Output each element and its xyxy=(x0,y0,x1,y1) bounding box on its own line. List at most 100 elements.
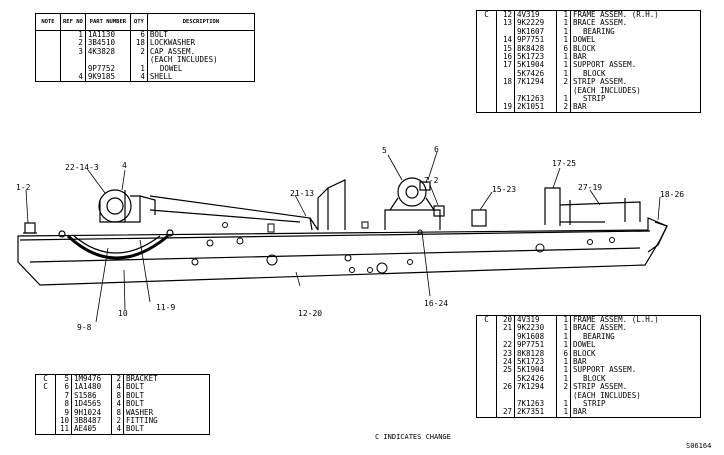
description-cell: BAR xyxy=(570,52,701,62)
qty-cell: 1 xyxy=(556,315,571,325)
part-number-cell: 9P7751 xyxy=(514,340,557,350)
qty-cell: 1 xyxy=(556,340,571,350)
note-cell: C xyxy=(484,315,489,324)
qty-cell: 6 xyxy=(556,44,571,54)
description-cell: (EACH INCLUDES) xyxy=(570,86,701,96)
part-number-cell: 1A1480 xyxy=(71,382,112,392)
ref-cell xyxy=(496,86,515,96)
description-cell: BLOCK xyxy=(570,69,701,79)
figure-number: S06164 xyxy=(686,442,712,450)
part-number-cell: 2K1051 xyxy=(514,103,557,113)
callout-10: 10 xyxy=(118,309,128,318)
ref-cell: 8 xyxy=(55,399,72,409)
qty-cell: 1 xyxy=(556,323,571,333)
description-cell: BLOCK xyxy=(570,44,701,54)
ref-cell: 6 xyxy=(55,382,72,392)
description-cell: (EACH INCLUDES) xyxy=(570,391,701,401)
ref-cell: 14 xyxy=(496,35,515,45)
description-cell: DOWEL xyxy=(570,35,701,45)
ref-cell: 4 xyxy=(60,72,86,82)
frame-holes xyxy=(191,221,615,274)
description-cell: BEARING xyxy=(570,27,701,37)
qty-cell: 2 xyxy=(556,77,571,87)
ref-cell: 19 xyxy=(496,103,515,113)
ref-cell xyxy=(496,374,515,384)
table-row: (EACH INCLUDES) xyxy=(477,391,701,401)
part-number-cell: 5K1723 xyxy=(514,357,557,367)
callout-4: 4 xyxy=(122,161,127,170)
part-number-cell: 3B8487 xyxy=(71,416,112,426)
part-number-cell: 1A1130 xyxy=(84,30,131,40)
qty-cell: 4 xyxy=(111,425,124,435)
qty-cell xyxy=(556,391,571,401)
col-desc: DESCRIPTION xyxy=(146,13,256,31)
description-cell: STRIP ASSEM. xyxy=(570,77,701,87)
part-number-cell: 2K7351 xyxy=(514,408,557,418)
ref-cell: 15 xyxy=(496,44,515,54)
description-cell: BOLT xyxy=(123,399,210,409)
ref-cell xyxy=(496,95,515,104)
qty-cell: 8 xyxy=(111,391,124,401)
ref-cell: 11 xyxy=(55,425,72,435)
ref-cell: 23 xyxy=(496,349,515,359)
part-number-cell: 7K1263 xyxy=(514,399,557,409)
callout-21-13: 21-13 xyxy=(290,189,314,198)
ref-cell: 1 xyxy=(60,30,86,40)
part-number-cell: 7K1294 xyxy=(514,77,557,87)
description-cell: BOLT xyxy=(123,425,210,435)
part-number-cell: 4V319 xyxy=(514,315,557,325)
description-cell: BAR xyxy=(570,408,701,418)
description-cell: BAR xyxy=(570,103,701,113)
qty-cell: 1 xyxy=(556,52,571,62)
note-cell: C xyxy=(43,374,48,383)
ref-cell: 21 xyxy=(496,323,515,333)
description-cell: BEARING xyxy=(570,332,701,342)
part-number-cell: 7K1294 xyxy=(514,382,557,392)
ref-cell xyxy=(60,56,86,65)
qty-cell: 2 xyxy=(111,416,124,426)
part-number-cell: 7K1263 xyxy=(514,94,557,104)
callout-12-20: 12-20 xyxy=(298,309,322,318)
callout-17-25: 17-25 xyxy=(552,159,576,168)
part-number-cell xyxy=(514,391,557,401)
description-cell: LOCKWASHER xyxy=(146,38,255,48)
ref-cell xyxy=(60,64,86,74)
qty-cell: 8 xyxy=(111,408,124,418)
qty-cell: 2 xyxy=(556,382,571,392)
part-number-cell: 1D4565 xyxy=(71,399,112,409)
description-cell: BOLT xyxy=(146,30,255,40)
description-cell: FRAME ASSEM. (R.H.) xyxy=(570,10,701,20)
description-cell: WASHER xyxy=(123,408,210,418)
callout-22-14-3: 22-14-3 xyxy=(65,163,99,172)
description-cell: BRACE ASSEM. xyxy=(570,323,701,333)
ref-cell: 26 xyxy=(496,382,515,392)
ref-cell: 3 xyxy=(60,47,86,57)
qty-cell: 1 xyxy=(556,399,571,409)
change-legend: C INDICATES CHANGE xyxy=(375,433,451,441)
callout-27-19: 27-19 xyxy=(578,183,602,192)
qty-cell: 1 xyxy=(556,27,571,37)
qty-cell xyxy=(556,86,571,96)
qty-cell: 6 xyxy=(556,349,571,359)
description-cell: BAR xyxy=(570,357,701,367)
part-number-cell: 9P7751 xyxy=(514,35,557,45)
